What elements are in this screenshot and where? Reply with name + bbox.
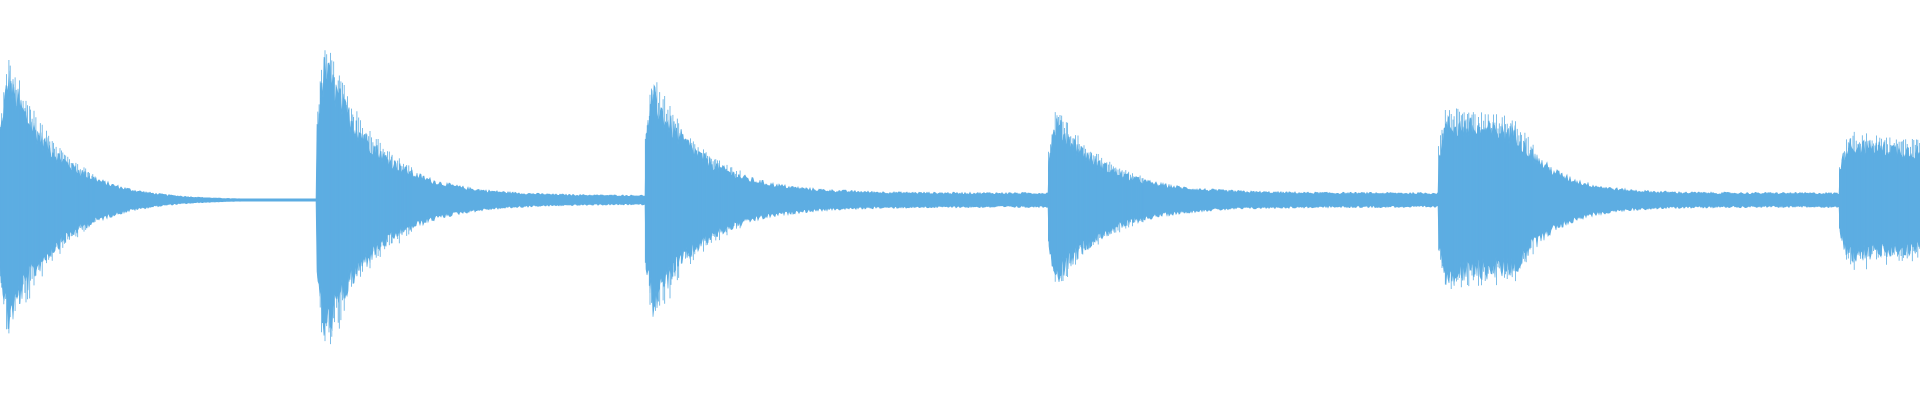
note-event-5 (1438, 108, 1534, 289)
note-event-4 (1048, 112, 1144, 282)
note-event-3 (644, 82, 741, 311)
waveform-envelope (0, 56, 1920, 336)
note-event-6 (1839, 131, 1920, 270)
note-event-1 (0, 60, 96, 334)
note-event-2 (317, 50, 412, 345)
